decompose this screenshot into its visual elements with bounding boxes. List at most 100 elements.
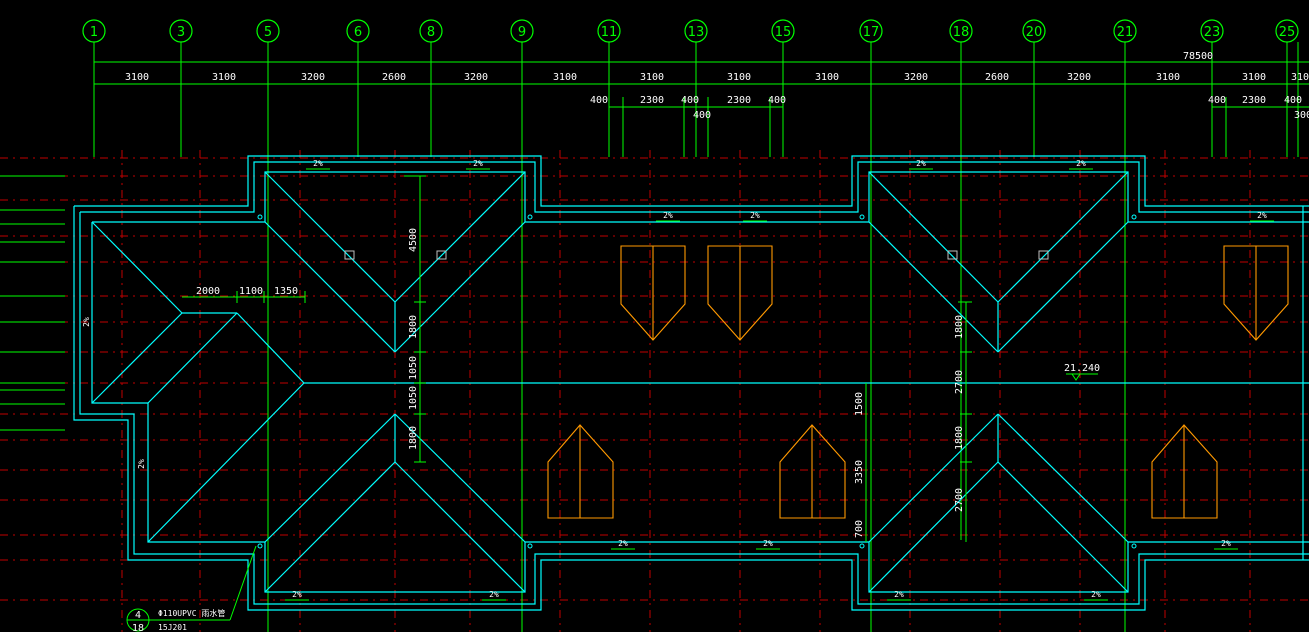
hip-ridges: [91, 171, 1129, 593]
slope-label: 2%: [137, 459, 146, 469]
structural-grid: [0, 150, 1309, 632]
sub-dimension: 300: [1294, 110, 1309, 121]
v-dimension: 2700: [954, 370, 965, 394]
callout-number: 4: [135, 610, 141, 621]
axis-label: 3: [177, 25, 185, 40]
v-dimension: 1050: [408, 386, 419, 410]
bay-dimension: 3200: [301, 72, 325, 83]
bay-dimensions: 3100 3100 3200 2600 3200 3100 3100 3100 …: [125, 72, 1309, 83]
sub-dimension: 400: [768, 95, 786, 106]
bay-dimension: 3100: [1291, 72, 1309, 83]
vertical-dims-right: 1500 3350 700 1800 2700 1800 2700: [854, 301, 972, 542]
axis-bubble: 15: [771, 19, 795, 43]
axis-label: 11: [601, 25, 618, 40]
slope-label: 2%: [618, 539, 628, 548]
h-dimension: 2000: [196, 286, 220, 297]
h-dimension: 1350: [274, 286, 298, 297]
slope-label: 2%: [916, 159, 926, 168]
elevation-label: 21.240: [1064, 363, 1100, 374]
axis-bubble: 6: [346, 19, 370, 43]
axis-label: 8: [427, 25, 435, 40]
bay-dimension: 3100: [640, 72, 664, 83]
bay-dimension: 2600: [382, 72, 406, 83]
axis-label: 18: [953, 25, 970, 40]
left-edge-ticks: [0, 175, 65, 431]
v-dimension: 1500: [854, 392, 865, 416]
sub-dimension: 2300: [1242, 95, 1266, 106]
axis-bubble: 5: [256, 19, 280, 43]
v-dimension: 2700: [954, 488, 965, 512]
axis-label: 21: [1117, 25, 1134, 40]
v-dimension: 1800: [954, 426, 965, 450]
roof-outline: [73, 155, 1309, 611]
v-dimension: 4500: [408, 228, 419, 252]
sub-dimension: 400: [681, 95, 699, 106]
slope-label: 2%: [82, 317, 91, 327]
axis-label: 13: [688, 25, 705, 40]
sub-dimension: 400: [693, 110, 711, 121]
slope-label: 2%: [894, 590, 904, 599]
sub-dimension: 2300: [727, 95, 751, 106]
axis-bubble: 13: [684, 19, 708, 43]
left-wing-dims: 2000 1100 1350: [182, 286, 306, 303]
axis-bubble: 25: [1275, 19, 1299, 43]
axis-label: 20: [1026, 25, 1043, 40]
sub-dimension: 2300: [640, 95, 664, 106]
slope-label: 2%: [1076, 159, 1086, 168]
sub-dimension: 400: [1208, 95, 1226, 106]
v-dimension: 1800: [408, 315, 419, 339]
axis-bubble: 23: [1200, 19, 1224, 43]
bay-dimension: 3100: [727, 72, 751, 83]
bay-dimension: 3100: [1242, 72, 1266, 83]
axis-bubble: 8: [419, 19, 443, 43]
detail-callout: 4 18 Φ110UPVC 雨水管 15J201: [126, 545, 257, 632]
axis-label: 15: [775, 25, 792, 40]
slope-label: 2%: [313, 159, 323, 168]
slope-label: 2%: [1257, 211, 1267, 220]
sub-dimensions: 400 2300 400 2300 400 400 400 2300 400 3…: [590, 95, 1309, 121]
axis-lines: [93, 42, 1299, 632]
axis-bubble: 9: [510, 19, 534, 43]
callout-note: Φ110UPVC 雨水管: [158, 608, 225, 618]
bay-dimension: 3100: [1156, 72, 1180, 83]
axis-label: 6: [354, 25, 362, 40]
bay-dimension: 3200: [1067, 72, 1091, 83]
axis-bubble: 18: [949, 19, 973, 43]
axis-bubble: 21: [1113, 19, 1137, 43]
bay-dimension: 3200: [904, 72, 928, 83]
slope-label: 2%: [292, 590, 302, 599]
axis-bubble: 1: [82, 19, 106, 43]
total-dimension: 78500: [1183, 51, 1213, 62]
axis-label: 1: [90, 25, 98, 40]
v-dimension: 1800: [954, 315, 965, 339]
bay-dimension: 3200: [464, 72, 488, 83]
axis-label: 5: [264, 25, 272, 40]
h-dimension: 1100: [239, 286, 263, 297]
bay-dimension: 3100: [815, 72, 839, 83]
callout-sheet: 18: [132, 623, 144, 632]
vent-markers: [257, 214, 1137, 549]
v-dimension: 700: [854, 520, 865, 538]
axis-bubble: 11: [597, 19, 621, 43]
axis-bubbles: 1 3 5 6 8 9 11 13 15 17 18 20 21 23 25: [82, 19, 1299, 43]
axis-bubble: 3: [169, 19, 193, 43]
bay-dimension: 3100: [212, 72, 236, 83]
slope-labels: 2% 2% 2% 2% 2% 2% 2% 2% 2% 2% 2% 2% 2% 2…: [82, 159, 1274, 601]
axis-label: 23: [1204, 25, 1221, 40]
dimension-lines: [94, 61, 1309, 157]
slope-label: 2%: [1091, 590, 1101, 599]
dormer-windows: [547, 245, 1289, 519]
bay-dimension: 3100: [553, 72, 577, 83]
axis-bubble: 17: [859, 19, 883, 43]
sub-dimension: 400: [1284, 95, 1302, 106]
slope-label: 2%: [663, 211, 673, 220]
slope-label: 2%: [750, 211, 760, 220]
slope-label: 2%: [763, 539, 773, 548]
sub-dimension: 400: [590, 95, 608, 106]
axis-label: 9: [518, 25, 526, 40]
elevation-marker: 21.240: [1064, 363, 1100, 381]
slope-label: 2%: [489, 590, 499, 599]
callout-ref: 15J201: [158, 623, 187, 632]
vertical-dims-left: 4500 1800 1050 1050 1800: [404, 175, 426, 463]
